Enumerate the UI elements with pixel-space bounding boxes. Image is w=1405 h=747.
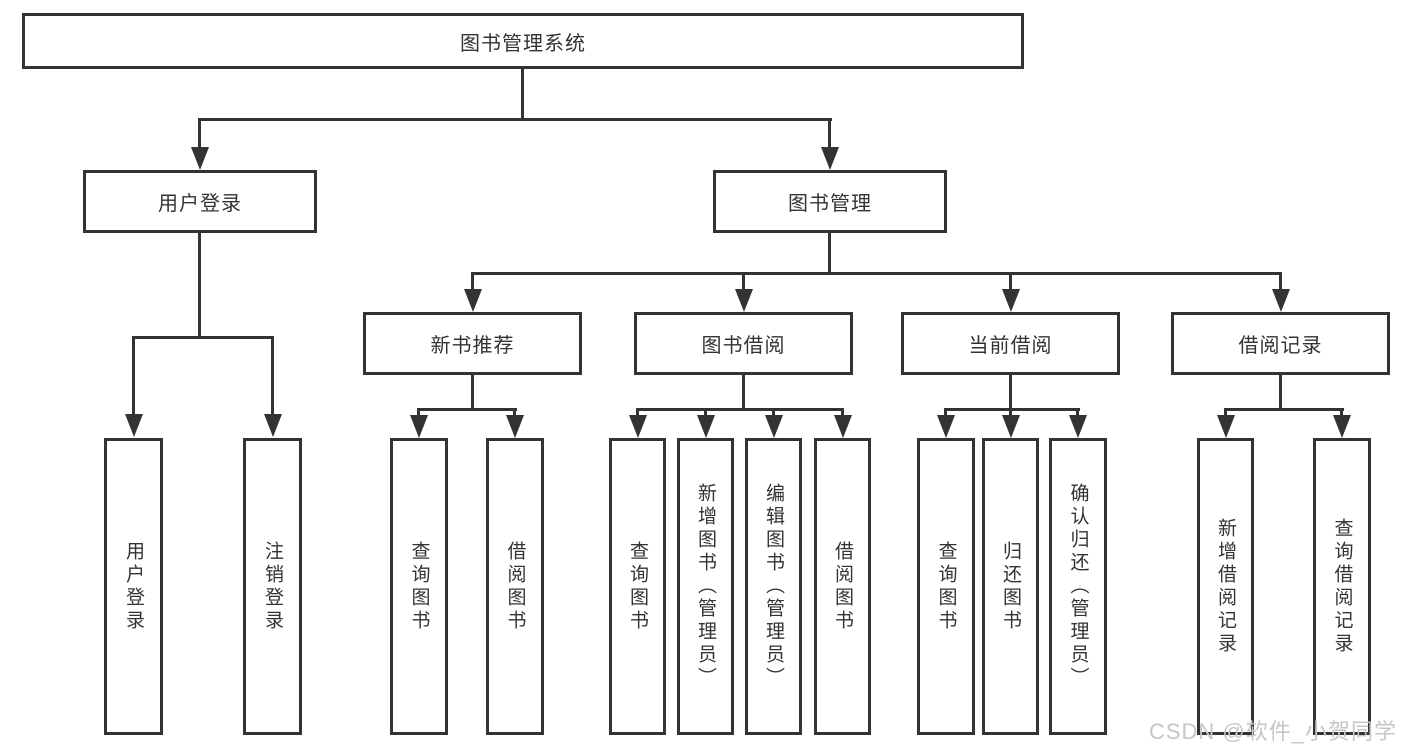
node-book-mgmt: 图书管理 — [713, 170, 947, 233]
node-borrow-records: 借阅记录 — [1171, 312, 1390, 375]
connector-line — [1009, 275, 1012, 293]
arrowhead-down-icon — [1001, 415, 1020, 438]
arrowhead-down-icon — [833, 415, 852, 438]
connector-line — [1279, 375, 1282, 408]
arrowhead-down-icon — [937, 415, 955, 438]
node-leaf-edit-books: 编辑图书（管理员） — [745, 438, 802, 735]
node-leaf-confirm-return: 确认归还（管理员） — [1049, 438, 1107, 735]
arrowhead-down-icon — [263, 414, 282, 437]
connector-line — [132, 336, 274, 339]
node-leaf-query-borrow-record: 查询借阅记录 — [1313, 438, 1371, 735]
node-leaf-logout: 注销登录 — [243, 438, 302, 735]
node-leaf-borrow-books-bor: 借阅图书 — [814, 438, 871, 735]
connector-line — [198, 233, 201, 336]
connector-line — [198, 118, 832, 121]
arrowhead-down-icon — [1001, 289, 1020, 312]
node-leaf-add-borrow-record: 新增借阅记录 — [1197, 438, 1254, 735]
connector-line — [1009, 375, 1012, 408]
arrowhead-down-icon — [764, 415, 783, 438]
csdn-watermark: CSDN @软件_小贺同学 — [1148, 719, 1397, 744]
connector-line — [742, 375, 745, 408]
arrowhead-down-icon — [820, 147, 839, 170]
node-leaf-return-books: 归还图书 — [982, 438, 1039, 735]
connector-line — [521, 69, 524, 118]
connector-line — [944, 408, 1080, 411]
arrowhead-down-icon — [696, 415, 715, 438]
node-leaf-borrow-books-rec: 借阅图书 — [486, 438, 544, 735]
node-leaf-query-books-cur: 查询图书 — [917, 438, 975, 735]
arrowhead-down-icon — [628, 415, 647, 438]
node-leaf-query-books-rec: 查询图书 — [390, 438, 448, 735]
connector-line — [742, 275, 745, 293]
arrowhead-down-icon — [410, 415, 428, 438]
node-current-borrow: 当前借阅 — [901, 312, 1120, 375]
node-new-book-rec: 新书推荐 — [363, 312, 582, 375]
connector-line — [132, 339, 135, 417]
connector-line — [471, 275, 474, 293]
connector-line — [471, 375, 474, 408]
arrowhead-down-icon — [734, 289, 753, 312]
connector-line — [1224, 408, 1344, 411]
node-leaf-user-login: 用户登录 — [104, 438, 163, 735]
arrowhead-down-icon — [190, 147, 209, 170]
connector-line — [828, 233, 831, 272]
node-leaf-add-books: 新增图书（管理员） — [677, 438, 734, 735]
arrowhead-down-icon — [463, 289, 482, 312]
node-root: 图书管理系统 — [22, 13, 1024, 69]
arrowhead-down-icon — [1333, 415, 1351, 438]
node-book-borrow: 图书借阅 — [634, 312, 853, 375]
node-user-login: 用户登录 — [83, 170, 317, 233]
connector-line — [1279, 275, 1282, 293]
arrowhead-down-icon — [506, 415, 524, 438]
connector-line — [198, 118, 201, 150]
connector-line — [417, 408, 517, 411]
arrowhead-down-icon — [1271, 289, 1290, 312]
arrowhead-down-icon — [1069, 415, 1087, 438]
connector-line — [636, 408, 844, 411]
node-leaf-query-books-bor: 查询图书 — [609, 438, 666, 735]
arrowhead-down-icon — [124, 414, 143, 437]
connector-line — [271, 339, 274, 417]
connector-line — [828, 118, 831, 150]
arrowhead-down-icon — [1216, 415, 1235, 438]
connector-line — [471, 272, 1282, 275]
